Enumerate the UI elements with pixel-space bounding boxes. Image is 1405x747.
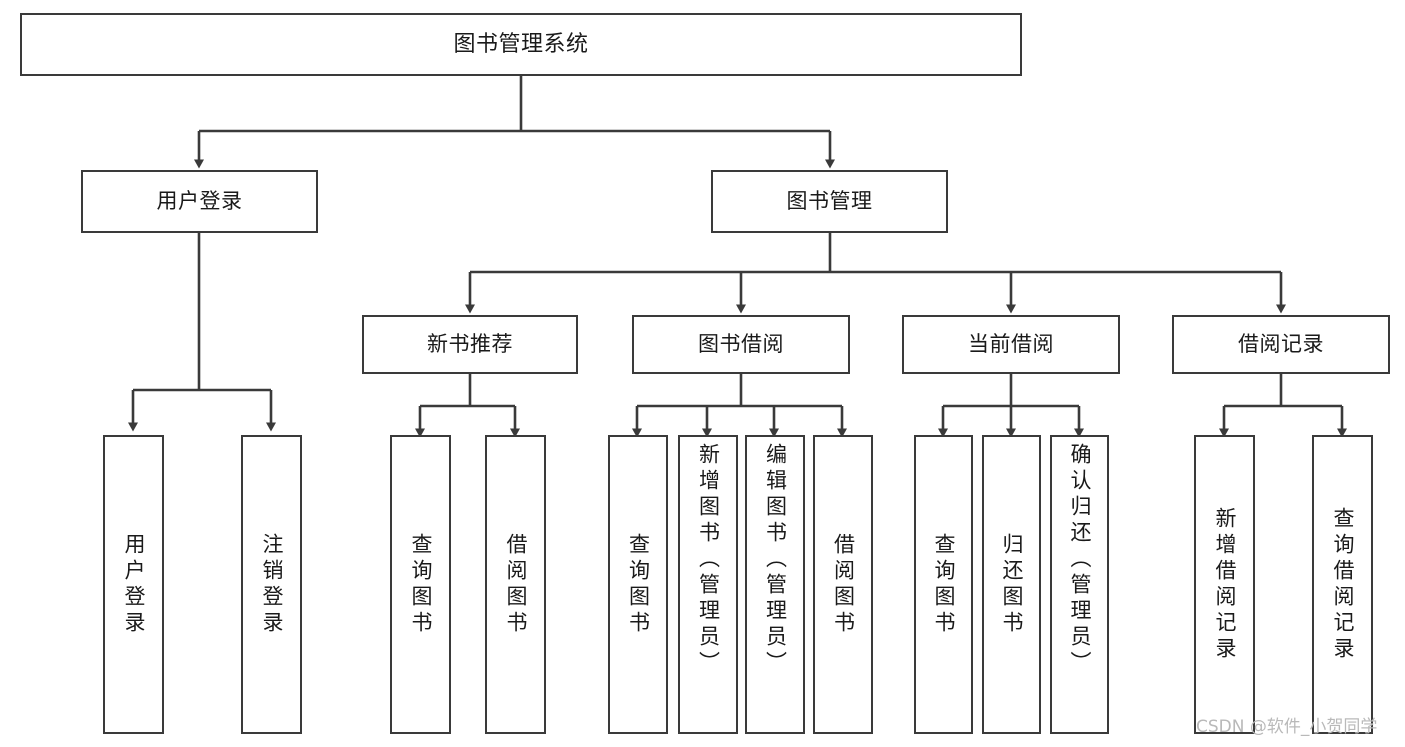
node-label: 确认归还（管理员） — [1068, 443, 1092, 677]
leaf-query-book[interactable]: 查询图书 — [608, 435, 668, 734]
leaf-add-borrow-record[interactable]: 新增借阅记录 — [1194, 435, 1255, 734]
node-label: 新增图书（管理员） — [696, 443, 721, 677]
node-label: 当前借阅 — [968, 332, 1054, 357]
node-borrow-record[interactable]: 借阅记录 — [1172, 315, 1390, 374]
node-label: 查询图书 — [626, 532, 651, 637]
node-label: 编辑图书（管理员） — [763, 443, 788, 677]
node-root[interactable]: 图书管理系统 — [20, 13, 1022, 76]
watermark: CSDN @软件_小贺同学 — [1196, 717, 1378, 737]
leaf-logout[interactable]: 注销登录 — [241, 435, 302, 734]
node-label: 注销登录 — [260, 532, 284, 637]
leaf-return-book[interactable]: 归还图书 — [982, 435, 1041, 734]
node-new-book-recommend[interactable]: 新书推荐 — [362, 315, 578, 374]
leaf-add-book-admin[interactable]: 新增图书（管理员） — [678, 435, 738, 734]
node-label: 用户登录 — [156, 189, 243, 214]
node-label: 图书管理系统 — [453, 31, 589, 57]
node-label: 借阅图书 — [831, 532, 856, 637]
node-label: 新增借阅记录 — [1213, 506, 1237, 663]
node-label: 图书借阅 — [698, 332, 784, 357]
leaf-user-login[interactable]: 用户登录 — [103, 435, 164, 734]
node-book-management[interactable]: 图书管理 — [711, 170, 948, 233]
node-label: 归还图书 — [1000, 532, 1024, 637]
leaf-edit-book-admin[interactable]: 编辑图书（管理员） — [745, 435, 805, 734]
leaf-confirm-return-admin[interactable]: 确认归还（管理员） — [1050, 435, 1109, 734]
leaf-query-book-recommend[interactable]: 查询图书 — [390, 435, 451, 734]
node-label: 借阅图书 — [504, 532, 528, 637]
node-label: 查询图书 — [932, 532, 956, 637]
node-label: 用户登录 — [122, 532, 146, 637]
leaf-borrow-book[interactable]: 借阅图书 — [813, 435, 873, 734]
node-label: 借阅记录 — [1238, 332, 1324, 357]
node-user-login[interactable]: 用户登录 — [81, 170, 318, 233]
leaf-query-borrow-record[interactable]: 查询借阅记录 — [1312, 435, 1373, 734]
node-current-borrow[interactable]: 当前借阅 — [902, 315, 1120, 374]
node-label: 图书管理 — [786, 189, 873, 214]
leaf-borrow-book-recommend[interactable]: 借阅图书 — [485, 435, 546, 734]
node-label: 查询借阅记录 — [1331, 506, 1355, 663]
node-label: 查询图书 — [409, 532, 433, 637]
leaf-query-book-current[interactable]: 查询图书 — [914, 435, 973, 734]
node-label: 新书推荐 — [427, 332, 513, 357]
node-book-borrow[interactable]: 图书借阅 — [632, 315, 850, 374]
